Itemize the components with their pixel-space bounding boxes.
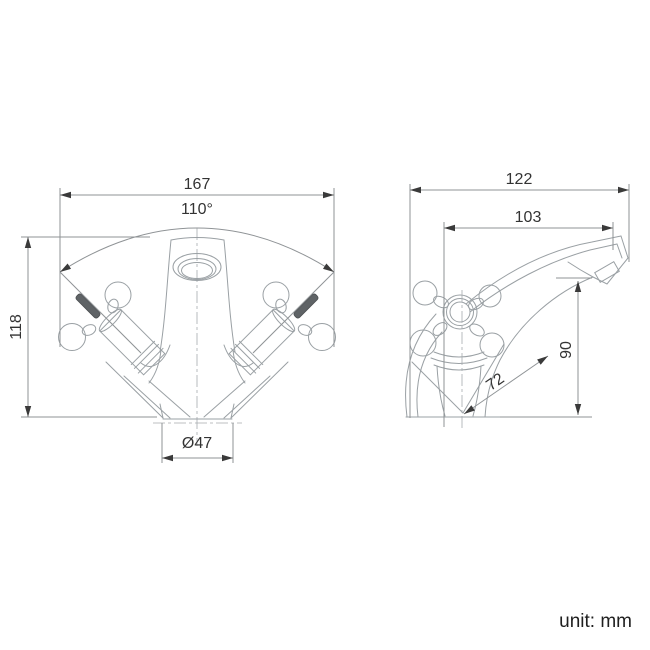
dim-overall-width: 167 bbox=[59, 176, 335, 347]
spout-column-left-edge bbox=[159, 239, 172, 353]
side-faucet-drawing bbox=[405, 235, 629, 428]
spout-top-edge bbox=[465, 235, 622, 305]
dim-label-handle-angle: 110° bbox=[181, 201, 213, 218]
handle-hub-inner bbox=[449, 301, 471, 323]
handle-ball-sw bbox=[409, 329, 437, 357]
spout-tip-edge bbox=[616, 243, 623, 259]
handle-arm-sw bbox=[432, 322, 448, 336]
right-valve-handle bbox=[226, 281, 336, 378]
handle-arm-se bbox=[469, 323, 485, 337]
front-view: 167 110° 118 Ø47 bbox=[8, 176, 336, 463]
spout-column-top bbox=[170, 237, 225, 241]
unit-label: unit: mm bbox=[559, 611, 632, 632]
right-skirt bbox=[203, 344, 289, 419]
side-cone-left-leg bbox=[411, 361, 464, 414]
dim-label-overall-height: 118 bbox=[8, 314, 25, 340]
valve-collar-1 bbox=[433, 351, 485, 358]
spout-top-inner-edge bbox=[469, 243, 618, 313]
spout-aerator bbox=[594, 261, 620, 283]
dim-label-base-to-spout: 72 bbox=[483, 370, 507, 394]
handle-ball-nw bbox=[412, 280, 438, 306]
spout-underside-inner bbox=[567, 261, 594, 278]
valve-collar-2 bbox=[430, 357, 488, 364]
dim-base-diameter: Ø47 bbox=[161, 423, 234, 463]
dim-label-overall-width: 167 bbox=[184, 176, 211, 193]
dim-handle-angle: 110° bbox=[58, 201, 336, 354]
dim-spout-height: 90 bbox=[500, 277, 592, 418]
side-body-inner-arc bbox=[416, 331, 443, 418]
dim-label-spout-height: 90 bbox=[558, 341, 575, 359]
spout-column-right-edge bbox=[223, 239, 236, 353]
handle-hub-mid bbox=[446, 298, 474, 326]
handle-ball-se bbox=[479, 332, 505, 358]
left-valve-handle bbox=[58, 281, 168, 378]
side-view: 122 103 90 72 bbox=[405, 171, 630, 428]
left-skirt bbox=[105, 344, 191, 419]
spout-opening-outer bbox=[172, 253, 222, 281]
valve-body-right-edge bbox=[472, 365, 482, 417]
handle-hub-outer bbox=[442, 294, 478, 330]
dim-label-base-diameter: Ø47 bbox=[182, 435, 212, 452]
valve-collar-3 bbox=[433, 364, 485, 371]
dim-label-overall-depth: 122 bbox=[506, 171, 533, 188]
front-faucet-drawing bbox=[58, 228, 336, 446]
dim-label-spout-reach: 103 bbox=[515, 209, 542, 226]
dim-spout-reach: 103 bbox=[443, 209, 614, 427]
handle-arm-nw bbox=[433, 295, 449, 309]
dim-overall-depth: 122 bbox=[409, 171, 630, 418]
handle-arm-ne bbox=[468, 297, 484, 311]
dim-overall-height: 118 bbox=[8, 236, 157, 418]
spout-opening-inner bbox=[181, 262, 213, 279]
spout-underside-curve bbox=[484, 276, 594, 418]
handle-ball-ne bbox=[478, 284, 502, 308]
spout-opening-mid bbox=[177, 258, 217, 280]
spout-tip bbox=[592, 235, 629, 285]
